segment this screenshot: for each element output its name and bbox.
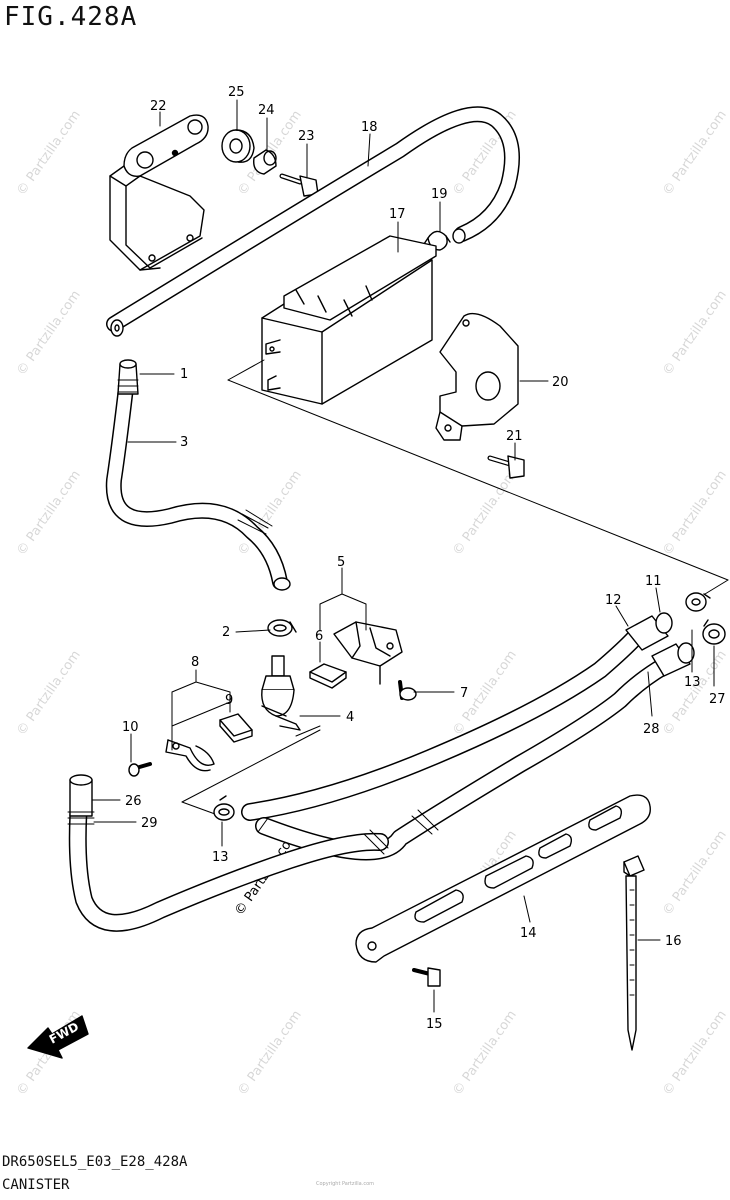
callout-28: 28 (643, 722, 660, 737)
hose-28[interactable] (255, 642, 695, 861)
fwd-arrow-icon (27, 1015, 89, 1059)
clamp-13-lower[interactable] (213, 795, 235, 821)
callout-5: 5 (337, 555, 345, 570)
valve-4[interactable] (261, 655, 301, 731)
callout-25: 25 (228, 85, 245, 100)
callout-17: 17 (389, 207, 406, 222)
clamp-2[interactable] (267, 619, 297, 637)
section-name: CANISTER (2, 1177, 70, 1193)
strap-14[interactable] (355, 794, 651, 963)
bolt-21[interactable] (487, 455, 525, 479)
callout-26: 26 (125, 794, 142, 809)
callout-8: 8 (191, 655, 199, 670)
callout-12: 12 (605, 593, 622, 608)
screw-15[interactable] (412, 967, 441, 987)
callout-13-upper: 13 (684, 675, 701, 690)
bolt-23[interactable] (279, 173, 319, 197)
clamp-8[interactable] (165, 739, 215, 772)
screw-10[interactable] (128, 762, 152, 777)
callout-19: 19 (431, 187, 448, 202)
callout-29: 29 (141, 816, 158, 831)
pad-6[interactable] (309, 663, 347, 689)
callout-11: 11 (645, 574, 662, 589)
hose-18[interactable] (106, 106, 520, 337)
collar-24[interactable] (253, 149, 277, 175)
callout-21: 21 (506, 429, 523, 444)
callout-9: 9 (225, 693, 233, 708)
figure-title: FIG.428A (4, 2, 138, 32)
callout-4: 4 (346, 710, 354, 725)
hose-12[interactable] (241, 612, 673, 821)
clamp-13-upper[interactable] (685, 592, 711, 612)
screw-7[interactable] (398, 680, 417, 701)
callout-1: 1 (180, 367, 188, 382)
bracket-20[interactable] (435, 312, 519, 441)
callout-15: 15 (426, 1017, 443, 1032)
callout-27: 27 (709, 692, 726, 707)
model-code: DR650SEL5_E03_E28_428A (2, 1154, 188, 1170)
bracket-22[interactable] (109, 114, 209, 271)
bracket-clamp-5[interactable] (333, 621, 403, 685)
callout-14: 14 (520, 926, 537, 941)
callout-18: 18 (361, 120, 378, 135)
hose-29[interactable] (68, 781, 389, 932)
fine-print: Copyright Partzilla.com (316, 1181, 375, 1187)
callout-10: 10 (122, 720, 139, 735)
grommet-25[interactable] (221, 129, 255, 163)
hose-end-1[interactable] (117, 359, 139, 395)
hose-end-26[interactable] (67, 774, 95, 825)
assembly-lines (171, 359, 729, 819)
cable-tie-16[interactable] (623, 855, 645, 1051)
canister-17[interactable] (261, 235, 437, 405)
callout-23: 23 (298, 129, 315, 144)
callout-24: 24 (258, 103, 275, 118)
callout-3: 3 (180, 435, 188, 450)
callout-leaders (91, 99, 715, 1013)
callout-2: 2 (222, 625, 230, 640)
hose-3[interactable] (105, 362, 291, 591)
clamp-27[interactable] (702, 619, 726, 645)
callout-7: 7 (460, 686, 468, 701)
callout-22: 22 (150, 99, 167, 114)
callout-20: 20 (552, 375, 569, 390)
callout-16: 16 (665, 934, 682, 949)
callout-6: 6 (315, 629, 323, 644)
callout-13-lower: 13 (212, 850, 229, 865)
pad-9[interactable] (219, 713, 253, 743)
